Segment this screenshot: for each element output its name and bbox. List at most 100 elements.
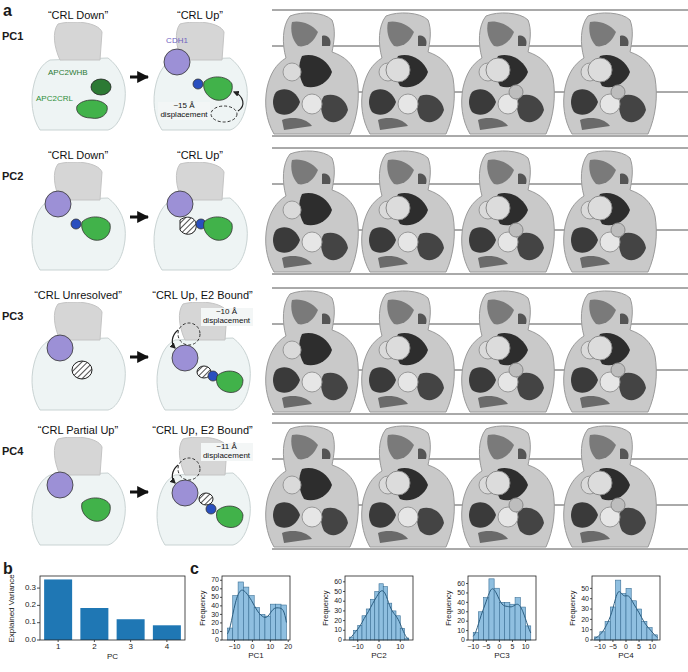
- tick-label: 0.3: [25, 584, 36, 593]
- tick-label: 10: [266, 643, 274, 651]
- subunit-name: APC2CRL: [36, 94, 73, 104]
- tick-mark: [220, 588, 222, 589]
- purple-subunit: [47, 472, 73, 498]
- histogram-bar: [616, 580, 621, 640]
- map-row: [266, 288, 688, 414]
- tick-mark: [626, 640, 627, 642]
- subunit-label: APC2WHB: [48, 68, 112, 98]
- tick-label: 20: [581, 616, 589, 624]
- cartoon-panel: “CRL Up, E2 Bound” ~11 Å displacement: [150, 423, 255, 547]
- tick-label: 40: [211, 602, 219, 610]
- row-label: PC3: [2, 310, 23, 322]
- cartoon-body: [157, 473, 250, 545]
- cartoon-body: [32, 338, 125, 410]
- tick-label: 10: [334, 626, 342, 634]
- cartoon: [28, 437, 128, 547]
- tick-label: 30: [211, 611, 219, 619]
- tick-label: 40: [457, 599, 465, 607]
- blue-subunit: [193, 79, 203, 89]
- tick-mark: [252, 640, 253, 642]
- tick-label: 60: [457, 580, 465, 588]
- histogram-bar: [473, 632, 478, 640]
- bar: [117, 619, 145, 640]
- tick-label: 20: [211, 619, 219, 627]
- tick-mark: [343, 620, 345, 621]
- histogram-bar: [484, 598, 489, 640]
- tick-mark: [512, 640, 513, 642]
- transition-arrow: [130, 216, 148, 219]
- green-subunit: [204, 217, 233, 240]
- cartoon-heading: “CRL Up”: [177, 148, 223, 162]
- histogram-bar: [505, 602, 510, 640]
- tick-mark: [466, 621, 468, 622]
- tick-label: −5: [609, 643, 617, 651]
- tick-mark: [343, 630, 345, 631]
- tick-mark: [466, 630, 468, 631]
- tick-mark: [130, 640, 131, 642]
- plot-frame: [468, 576, 536, 640]
- tick-label: 0: [461, 636, 465, 644]
- former-position: [178, 458, 200, 480]
- tick-label: 40: [581, 595, 589, 603]
- axis-title: Explained Variance: [8, 574, 17, 642]
- tick-mark: [270, 640, 271, 642]
- displacement-note: ~15 Å displacement: [158, 102, 210, 120]
- tick-label: 30: [457, 608, 465, 616]
- cartoon-heading: “CRL Down”: [48, 148, 108, 162]
- tick-mark: [343, 601, 345, 602]
- tick-label: 50: [457, 589, 465, 597]
- tick-label: 60: [334, 578, 342, 586]
- tick-mark: [343, 581, 345, 582]
- hatched-e2: [199, 493, 213, 505]
- tick-mark: [37, 622, 40, 623]
- axis-title: Frequency: [322, 590, 330, 625]
- tick-mark: [590, 598, 592, 599]
- purple-subunit: [172, 345, 198, 371]
- cartoon-heading: “CRL Up, E2 Bound”: [152, 288, 252, 302]
- histogram-bar: [499, 602, 504, 640]
- map-row: [266, 423, 688, 549]
- tick-mark: [220, 631, 222, 632]
- cartoon-heading: “CRL Up, E2 Bound”: [152, 423, 252, 437]
- axis-title: Frequency: [569, 590, 577, 625]
- plot-frame: [40, 576, 185, 640]
- subunit-label: APC2CRL: [36, 94, 109, 120]
- tick-mark: [612, 640, 613, 642]
- cartoon-lobe: [54, 302, 102, 340]
- whb-domain: [90, 78, 112, 96]
- bar: [44, 579, 72, 640]
- map-row: [266, 10, 688, 136]
- histogram-bar: [621, 594, 626, 640]
- tick-label: 10: [457, 627, 465, 635]
- tick-mark: [37, 605, 40, 606]
- map-row: [266, 148, 688, 274]
- tick-label: 3: [128, 643, 132, 652]
- cartoon: [28, 162, 128, 272]
- cartoon-heading: “CRL Up”: [177, 8, 223, 22]
- axis-title: PC: [107, 653, 118, 662]
- cartoon-body: [32, 473, 125, 545]
- histogram-bar: [510, 604, 515, 640]
- tick-label: 40: [334, 597, 342, 605]
- tick-mark: [234, 640, 235, 642]
- tick-label: 4: [165, 643, 169, 652]
- tick-label: 20: [334, 617, 342, 625]
- displacement-note: ~11 Å displacement: [201, 443, 253, 461]
- tick-mark: [379, 640, 380, 642]
- tick-label: 70: [211, 576, 219, 584]
- tick-mark: [599, 640, 600, 642]
- cartoon-body: [32, 58, 125, 130]
- green-subunit: [204, 77, 233, 100]
- tick-label: −10: [229, 643, 241, 651]
- crl-domain: [75, 98, 109, 120]
- histogram-bar: [249, 596, 254, 640]
- tick-mark: [466, 592, 468, 593]
- histogram-bar: [260, 614, 265, 640]
- former-position: [178, 323, 200, 345]
- tick-mark: [220, 622, 222, 623]
- purple-subunit: [45, 191, 71, 217]
- tick-mark: [58, 640, 59, 642]
- tick-label: 1: [56, 643, 60, 652]
- tick-label: 10: [581, 626, 589, 634]
- tick-label: 2: [92, 643, 96, 652]
